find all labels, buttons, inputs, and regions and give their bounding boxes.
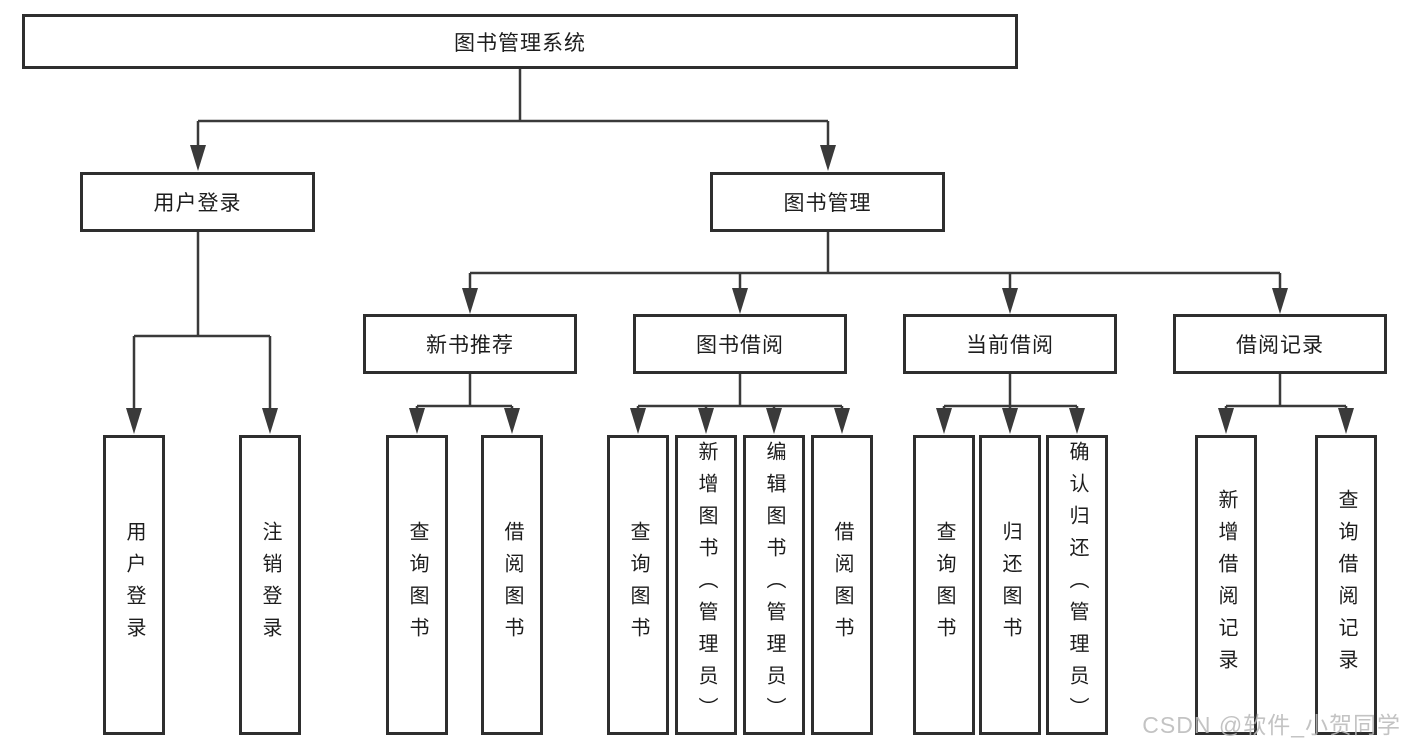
node-borrowing-records-label: 借阅记录: [1236, 334, 1324, 357]
leaf-records-add-record-label: 新增借阅记录: [1215, 489, 1237, 681]
leaf-recommend-query-books-label: 查询图书: [406, 521, 428, 649]
leaf-current-query-books-label: 查询图书: [933, 521, 955, 649]
node-library-system: 图书管理系统: [22, 14, 1018, 69]
leaf-records-add-record: 新增借阅记录: [1195, 435, 1257, 735]
leaf-current-return-books-label: 归还图书: [999, 521, 1021, 649]
node-user-login-label: 用户登录: [153, 192, 242, 215]
node-book-management-label: 图书管理: [783, 192, 872, 215]
leaf-current-query-books: 查询图书: [913, 435, 975, 735]
leaf-recommend-borrow-books: 借阅图书: [481, 435, 543, 735]
leaf-recommend-query-books: 查询图书: [386, 435, 448, 735]
connector-newbook-to-children: [415, 374, 514, 413]
connector-userlogin-to-children: [132, 232, 272, 413]
leaf-borrowing-borrow-books-label: 借阅图书: [831, 521, 853, 649]
leaf-records-query-record: 查询借阅记录: [1315, 435, 1377, 735]
leaf-borrowing-query-books: 查询图书: [607, 435, 669, 735]
node-user-login: 用户登录: [80, 172, 315, 232]
connector-current-to-children: [942, 374, 1079, 413]
connector-root-to-level2: [196, 68, 830, 150]
node-current-borrowing: 当前借阅: [903, 314, 1117, 374]
leaf-user-login-label: 用户登录: [123, 521, 145, 649]
leaf-current-confirm-return-admin-label: 确认归还（管理员）: [1066, 441, 1088, 729]
node-library-system-label: 图书管理系统: [454, 31, 586, 55]
node-book-borrowing-label: 图书借阅: [696, 334, 784, 357]
connector-borrowing-to-children: [636, 374, 844, 413]
node-borrowing-records: 借阅记录: [1173, 314, 1387, 374]
leaf-current-confirm-return-admin: 确认归还（管理员）: [1046, 435, 1108, 735]
node-new-book-recommend-label: 新书推荐: [426, 334, 514, 357]
leaf-borrowing-add-books-admin: 新增图书（管理员）: [675, 435, 737, 735]
connector-records-to-children: [1224, 374, 1348, 413]
leaf-borrowing-edit-books-admin: 编辑图书（管理员）: [743, 435, 805, 735]
leaf-borrowing-borrow-books: 借阅图书: [811, 435, 873, 735]
leaf-logout-label: 注销登录: [259, 521, 281, 649]
node-new-book-recommend: 新书推荐: [363, 314, 577, 374]
leaf-current-return-books: 归还图书: [979, 435, 1041, 735]
leaf-logout: 注销登录: [239, 435, 301, 735]
leaf-borrowing-edit-books-admin-label: 编辑图书（管理员）: [763, 441, 785, 729]
leaf-borrowing-query-books-label: 查询图书: [627, 521, 649, 649]
connector-bookmgmt-to-level3: [468, 232, 1282, 293]
node-current-borrowing-label: 当前借阅: [966, 334, 1054, 357]
leaf-user-login: 用户登录: [103, 435, 165, 735]
leaf-records-query-record-label: 查询借阅记录: [1335, 489, 1357, 681]
leaf-borrowing-add-books-admin-label: 新增图书（管理员）: [695, 441, 717, 729]
node-book-management: 图书管理: [710, 172, 945, 232]
leaf-recommend-borrow-books-label: 借阅图书: [501, 521, 523, 649]
node-book-borrowing: 图书借阅: [633, 314, 847, 374]
csdn-watermark: CSDN @软件_小贺同学: [1142, 712, 1401, 738]
